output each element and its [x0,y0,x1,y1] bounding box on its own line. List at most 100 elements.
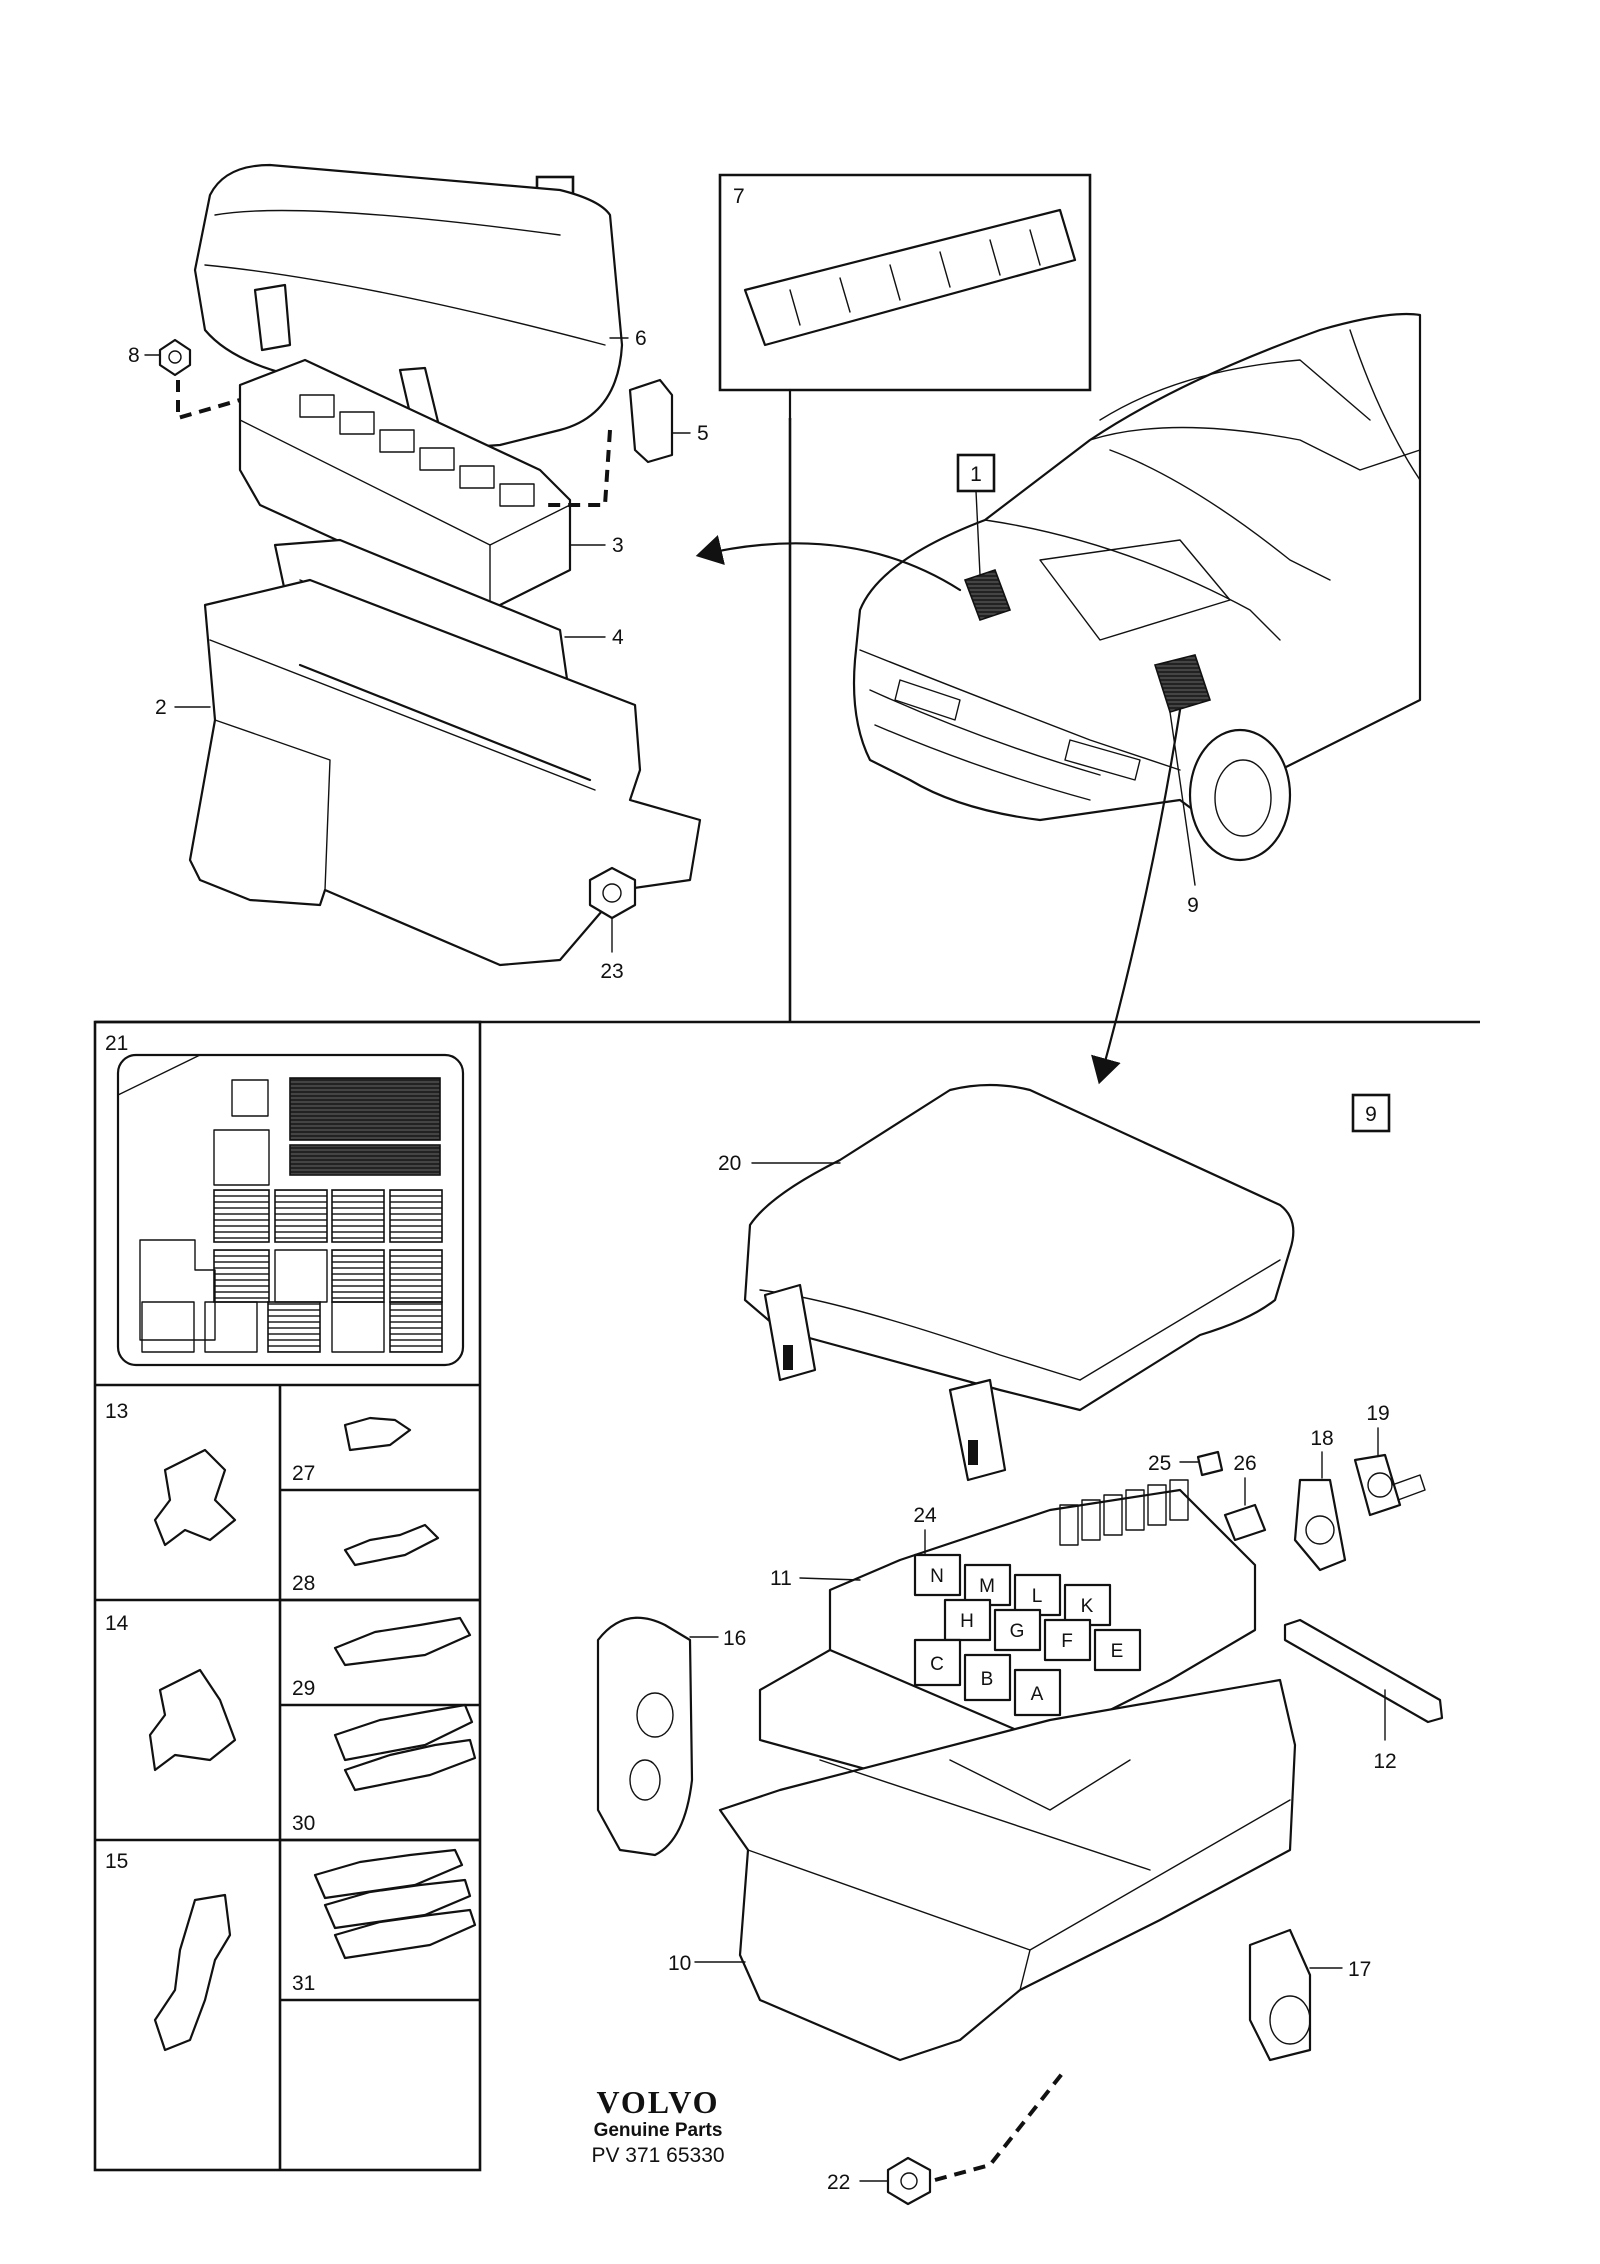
callout-18: 18 [1310,1427,1333,1450]
fuse-box-group-1: 1 [128,163,709,983]
svg-text:N: N [930,1566,944,1587]
spare-fuse-5 [628,378,674,464]
svg-text:K: K [1081,1596,1094,1617]
terminal-29: 29 [292,1616,472,1700]
rail-12 [1283,1618,1444,1724]
hex-nut-22 [886,2156,932,2206]
callout-9-car: 9 [1187,894,1199,917]
callout-8: 8 [128,344,140,367]
svg-text:M: M [979,1576,995,1597]
svg-text:14: 14 [105,1612,129,1635]
fuse-box-1-location [963,568,1012,622]
relay [1093,1628,1142,1672]
fuse-25 [1196,1450,1224,1477]
callout-7: 7 [733,185,745,208]
callout-4: 4 [612,626,624,649]
callout-26: 26 [1233,1452,1256,1475]
fuse-row [1059,1479,1189,1546]
svg-text:H: H [960,1611,974,1632]
relay [943,1598,992,1642]
terminal-27: 27 [292,1416,412,1485]
svg-text:30: 30 [292,1812,315,1835]
relay [913,1553,962,1597]
bracket-18 [1293,1478,1347,1572]
fuse-carrier [238,358,572,612]
bracket-15: 15 [105,1850,232,2052]
svg-text:E: E [1111,1641,1124,1662]
arrow-to-group-1 [695,535,962,592]
volvo-brand-block: VOLVO Genuine Parts PV 371 65330 [578,2085,738,2169]
decal-lines [789,229,1041,326]
genuine-parts-label: Genuine Parts [593,2120,723,2141]
callout-12: 12 [1373,1750,1396,1773]
fuse-chart-decal-21: 21 [105,1032,465,1367]
fuse-box-base [188,578,702,967]
callout-3: 3 [612,534,624,557]
arrow-to-group-9 [1091,708,1182,1085]
relay [1043,1618,1092,1662]
svg-text:G: G [1010,1621,1025,1642]
volvo-logo: VOLVO [596,2084,720,2120]
bracket-13: 13 [105,1400,237,1547]
callout-23: 23 [600,960,623,983]
fuse-slots [299,394,535,507]
relay [1063,1583,1112,1627]
callout-2: 2 [155,696,167,719]
callout-24: 24 [913,1504,937,1527]
sidebar-parts-panel [93,1020,482,2172]
group-9-box [1351,1093,1391,1133]
svg-text:A: A [1031,1684,1044,1705]
fuse-box-9-location [1153,654,1212,713]
decal-panel-7: 7 [718,173,1092,422]
svg-text:13: 13 [105,1400,128,1423]
callout-11: 11 [770,1567,792,1590]
grommet-17 [1248,1928,1312,2062]
car-illustration: 1 9 [695,312,1422,1085]
callout-22: 22 [827,2171,850,2194]
callout-17: 17 [1348,1958,1371,1981]
hex-nut-23 [588,866,637,920]
cable-clip-16 [596,1616,694,1857]
grommet-19 [1353,1453,1402,1517]
svg-text:B: B [981,1669,994,1690]
relay [963,1563,1012,1607]
relay [1013,1668,1062,1717]
car-body [852,312,1422,822]
callout-6: 6 [635,327,647,350]
svg-text:15: 15 [105,1850,128,1873]
svg-text:31: 31 [292,1972,315,1995]
relay [1013,1573,1062,1617]
callout-25: 25 [1148,1452,1171,1475]
svg-text:28: 28 [292,1572,315,1595]
car-marker-1-label: 1 [970,463,982,486]
svg-text:F: F [1061,1631,1073,1652]
svg-text:C: C [930,1654,944,1675]
relays: N M L K H G F E C B A [913,1553,1142,1717]
fuse-label-decal [743,208,1077,347]
svg-text:L: L [1032,1586,1043,1607]
plug-26 [1223,1503,1267,1542]
section-frame-lines [93,418,1480,2172]
terminal-28: 28 [292,1523,440,1595]
svg-text:29: 29 [292,1677,315,1700]
relay-box-cover [743,1083,1295,1412]
callout-10: 10 [668,1952,691,1975]
callout-21: 21 [105,1032,128,1055]
group-9-label: 9 [1365,1103,1377,1126]
callout-19: 19 [1366,1402,1389,1425]
relay [993,1608,1042,1652]
car-wheel [1188,728,1292,862]
terminal-30: 30 [292,1703,477,1835]
hex-nut-8 [158,338,192,377]
terminal-31: 31 [292,1848,477,1995]
relay [963,1653,1012,1702]
bracket-14: 14 [105,1612,237,1772]
svg-text:27: 27 [292,1462,315,1485]
callout-5: 5 [697,422,709,445]
part-code: PV 371 65330 [591,2144,725,2167]
relay-box-group-9: 9 20 25 26 18 19 [596,1083,1444,2206]
callout-20: 20 [718,1152,741,1175]
callout-16: 16 [723,1627,746,1650]
relay [913,1638,962,1687]
